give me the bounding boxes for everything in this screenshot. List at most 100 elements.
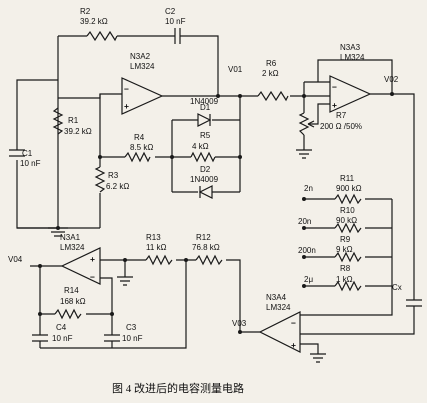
wire-a3-out xyxy=(317,59,415,300)
label-range-2n: 2n xyxy=(304,184,313,193)
label-r8-value: 1 kΩ xyxy=(336,275,353,284)
svg-text:+: + xyxy=(90,254,95,264)
label-r7-value: 200 Ω /50% xyxy=(320,122,362,131)
wire-range-resistors xyxy=(300,198,393,316)
opamp-n3a4 xyxy=(258,311,301,353)
diode-d1 xyxy=(197,113,212,127)
label-r3-ref: R3 xyxy=(108,171,119,180)
ground-symbol-4 xyxy=(117,260,133,286)
resistor-r14 xyxy=(54,308,82,320)
label-r14-value: 168 kΩ xyxy=(60,297,86,306)
resistor-r5 xyxy=(190,151,216,163)
svg-text:+: + xyxy=(291,340,296,350)
svg-text:−: − xyxy=(90,272,95,282)
label-a3-name: N3A3 xyxy=(340,43,361,52)
ground-symbol-1 xyxy=(48,227,68,237)
pot-wiper-arrow xyxy=(307,120,315,128)
label-d1-ref: D1 xyxy=(200,103,211,112)
resistor-r1 xyxy=(52,107,64,135)
wire-to-a2-minus xyxy=(58,93,122,99)
label-a4-name: N3A4 xyxy=(266,293,287,302)
resistor-r2 xyxy=(86,30,118,42)
diode-d2 xyxy=(198,185,213,199)
label-d2-ref: D2 xyxy=(200,165,211,174)
label-a3-model: LM324 xyxy=(340,53,365,62)
svg-text:−: − xyxy=(291,318,296,328)
svg-text:−: − xyxy=(332,82,337,92)
potentiometer-r7 xyxy=(298,112,310,136)
label-c1-ref: C1 xyxy=(22,149,33,158)
label-r13-value: 11 kΩ xyxy=(146,243,167,252)
label-c3-value: 10 nF xyxy=(122,334,143,343)
wire-r7 xyxy=(303,96,330,150)
wire-top-feedback xyxy=(58,35,219,78)
resistor-r3 xyxy=(94,166,106,193)
label-r8-ref: R8 xyxy=(340,264,351,273)
label-v01-top: V01 xyxy=(228,65,243,74)
label-r1-ref: R1 xyxy=(68,116,79,125)
label-v03: V03 xyxy=(232,319,247,328)
label-c2-value: 10 nF xyxy=(165,17,186,26)
label-range-200n: 200n xyxy=(298,246,316,255)
label-r5-value: 4 kΩ xyxy=(192,142,209,151)
label-c3-ref: C3 xyxy=(126,323,137,332)
label-r4-value: 8.5 kΩ xyxy=(130,143,153,152)
label-r5-ref: R5 xyxy=(200,131,211,140)
label-r12-ref: R12 xyxy=(196,233,211,242)
label-cx-ref: Cx xyxy=(392,283,402,292)
label-a2-name: N3A2 xyxy=(130,52,151,61)
label-c1-value: 10 nF xyxy=(20,159,41,168)
label-c4-value: 10 nF xyxy=(52,334,73,343)
resistor-r11 xyxy=(334,193,362,205)
label-r10-ref: R10 xyxy=(340,206,355,215)
ground-symbol-3 xyxy=(310,353,326,363)
wire-a4-out xyxy=(226,259,260,333)
svg-text:−: − xyxy=(124,84,129,94)
resistor-r12 xyxy=(195,254,223,266)
wire-a4-plus-ground xyxy=(300,343,319,354)
ground-symbol-2 xyxy=(296,149,312,159)
label-r9-value: 9 kΩ xyxy=(336,245,353,254)
label-range-20n: 20n xyxy=(298,217,311,226)
resistor-r10 xyxy=(334,222,362,234)
svg-text:+: + xyxy=(124,101,129,111)
label-a4-model: LM324 xyxy=(266,303,291,312)
label-v02: V02 xyxy=(384,75,399,84)
label-r12-value: 76.8 kΩ xyxy=(192,243,220,252)
resistor-r4 xyxy=(124,151,151,163)
label-a1-model: LM324 xyxy=(60,243,85,252)
capacitor-c2 xyxy=(167,28,190,44)
label-r4-ref: R4 xyxy=(134,133,145,142)
resistor-r6 xyxy=(257,90,289,102)
label-r2-value: 39.2 kΩ xyxy=(80,17,108,26)
label-d1-value: 1N4009 xyxy=(190,97,219,106)
capacitor-c4 xyxy=(32,334,48,348)
capacitor-cx xyxy=(300,299,422,335)
capacitor-c3 xyxy=(104,334,120,348)
label-r1-value: 39.2 kΩ xyxy=(64,127,92,136)
opamp-n3a3 xyxy=(329,75,372,113)
label-r7-ref: R7 xyxy=(336,111,347,120)
label-r10-value: 90 kΩ xyxy=(336,216,357,225)
label-range-2u: 2μ xyxy=(304,275,313,284)
wire-a2-out xyxy=(162,78,240,97)
opamp-n3a2 xyxy=(121,77,164,115)
wire-a3-minus xyxy=(303,81,330,97)
svg-text:+: + xyxy=(332,100,337,110)
label-a1-name: N3A1 xyxy=(60,233,81,242)
label-r3-value: 6.2 kΩ xyxy=(106,182,129,191)
label-c4-ref: C4 xyxy=(56,323,67,332)
label-r11-value: 900 kΩ xyxy=(336,184,362,193)
capacitor-c1 xyxy=(9,149,25,157)
label-r14-ref: R14 xyxy=(64,286,79,295)
label-r9-ref: R9 xyxy=(340,235,351,244)
label-r11-ref: R11 xyxy=(340,174,355,183)
label-a2-model: LM324 xyxy=(130,62,155,71)
wire-a1-minus xyxy=(100,277,113,306)
opamp-n3a1 xyxy=(60,247,101,285)
resistor-r9 xyxy=(334,251,362,263)
label-r6-ref: R6 xyxy=(266,59,277,68)
figure-caption: 图 4 改进后的电容测量电路 xyxy=(112,381,244,395)
